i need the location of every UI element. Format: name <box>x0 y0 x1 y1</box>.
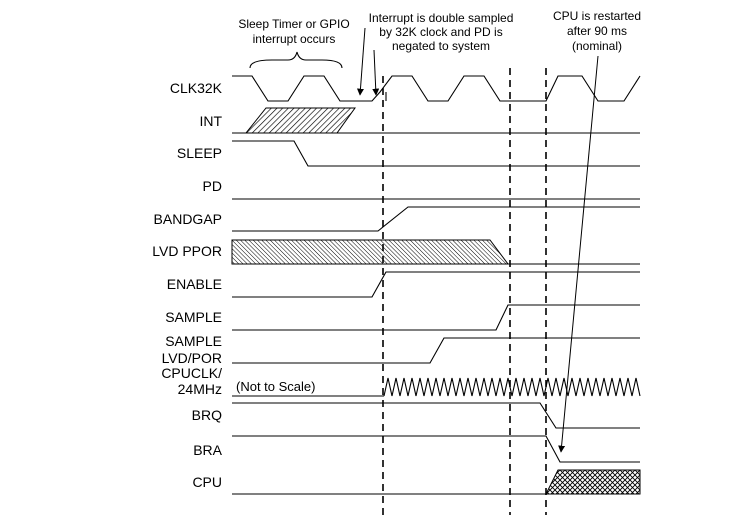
signal-label-cpuclk-line2: 24MHz <box>178 381 222 397</box>
waveform-cpu-hatched <box>545 469 641 495</box>
signal-label-sample-lvd-por-line2: LVD/POR <box>162 350 222 366</box>
annotation-cpu-restart-line2: after 90 ms <box>567 24 627 38</box>
annotation-sleep-timer-line1: Sleep Timer or GPIO <box>238 17 349 31</box>
waveform-sample <box>232 304 640 331</box>
waveform-lvd-ppor-hatched <box>231 239 509 265</box>
signal-label-sample-lvd-por-line1: SAMPLE <box>165 333 222 349</box>
annotation-sleep-timer-line2: interrupt occurs <box>253 32 336 46</box>
signal-label-bra: BRA <box>193 442 222 458</box>
annotation-cpu-restart-line3: (nominal) <box>572 39 622 53</box>
signal-label-lvd-ppor: LVD PPOR <box>152 243 222 259</box>
signal-label-brq: BRQ <box>192 407 222 423</box>
annotation-interrupt-line1: Interrupt is double sampled <box>369 11 514 25</box>
waveform-sample-lvd-por <box>232 337 640 364</box>
waveform-enable <box>232 271 640 298</box>
waveform-bandgap <box>232 206 640 232</box>
cpu-restart-arrow <box>558 55 599 453</box>
signal-label-bandgap: BANDGAP <box>154 211 222 227</box>
waveform-int-hatched <box>244 107 356 134</box>
waveform-clk32k <box>232 75 641 102</box>
signal-label-pd: PD <box>203 178 222 194</box>
annotation-interrupt-line3: negated to system <box>392 39 490 53</box>
interrupt-arrow-2 <box>372 49 380 96</box>
signal-label-sleep: SLEEP <box>177 145 222 161</box>
signal-label-clk32k: CLK32K <box>170 80 223 96</box>
signal-label-enable: ENABLE <box>167 276 222 292</box>
annotation-interrupt-line2: by 32K clock and PD is <box>379 25 502 39</box>
waveform-brq <box>232 402 640 429</box>
annotation-brace <box>249 51 343 69</box>
waveform-sleep <box>232 140 640 167</box>
signal-label-cpuclk-line1: CPUCLK/ <box>161 365 222 381</box>
annotation-cpu-restart-line1: CPU is restarted <box>553 9 641 23</box>
interrupt-arrow-1 <box>356 27 366 96</box>
waveform-bra <box>232 435 640 463</box>
signal-label-sample: SAMPLE <box>165 309 222 325</box>
scale-note: (Not to Scale) <box>236 379 315 394</box>
signal-label-int: INT <box>199 113 222 129</box>
signal-label-cpu: CPU <box>192 474 222 490</box>
waveform-cpuclk <box>383 377 641 397</box>
